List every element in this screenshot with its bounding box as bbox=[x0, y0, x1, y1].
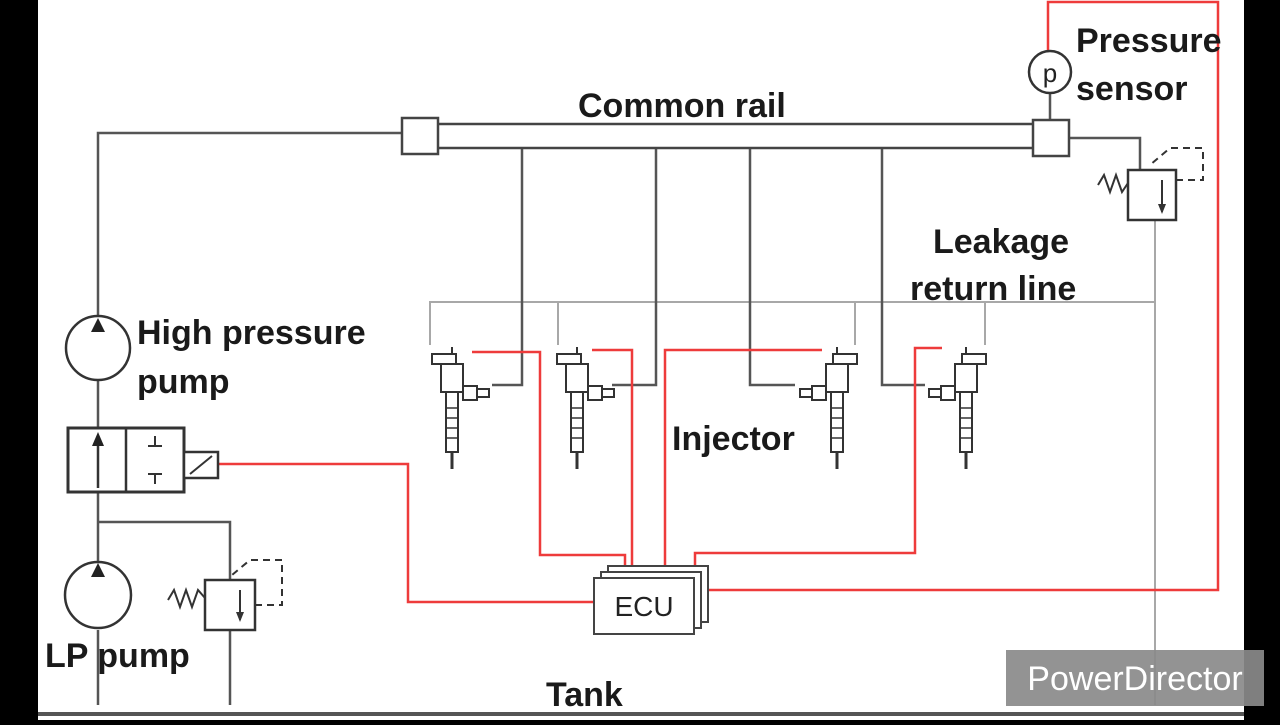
pressure-sensor: p bbox=[1027, 49, 1073, 95]
hydraulic-lines bbox=[96, 92, 1142, 705]
rail-tube bbox=[416, 122, 1052, 150]
rail-relief-valve bbox=[1097, 147, 1204, 222]
pressure-sensor-label-2: sensor bbox=[1076, 70, 1188, 108]
lp-pump-label: LP pump bbox=[45, 637, 190, 675]
ecu-label: ECU bbox=[614, 591, 673, 622]
tank-label: Tank bbox=[546, 676, 623, 714]
lp-relief-valve bbox=[167, 559, 283, 632]
injector-label: Injector bbox=[672, 420, 795, 458]
high-pressure-pump bbox=[64, 314, 132, 382]
leakage-label-2: return line bbox=[910, 270, 1076, 308]
lp-pump bbox=[63, 560, 133, 630]
hp-pump-label-2: pump bbox=[137, 363, 230, 401]
metering-valve bbox=[66, 426, 220, 494]
hp-pump-label-1: High pressure bbox=[137, 314, 366, 352]
pressure-sensor-label-1: Pressure bbox=[1076, 22, 1222, 60]
solenoid-coil bbox=[182, 450, 220, 480]
watermark-background bbox=[1006, 650, 1264, 706]
rail-end-block bbox=[1031, 118, 1071, 158]
signal-lines bbox=[218, 0, 1220, 604]
watermark-text: PowerDirector bbox=[1027, 660, 1242, 698]
rail-inlet-block bbox=[400, 116, 440, 156]
ecu: ECU bbox=[593, 565, 709, 635]
common-rail bbox=[400, 116, 1071, 158]
common-rail-label: Common rail bbox=[578, 87, 786, 125]
leakage-return-lines bbox=[429, 220, 1156, 705]
pressure-symbol: p bbox=[1043, 58, 1057, 88]
leakage-label-1: Leakage bbox=[933, 223, 1069, 261]
watermark: PowerDirector bbox=[1006, 650, 1264, 706]
